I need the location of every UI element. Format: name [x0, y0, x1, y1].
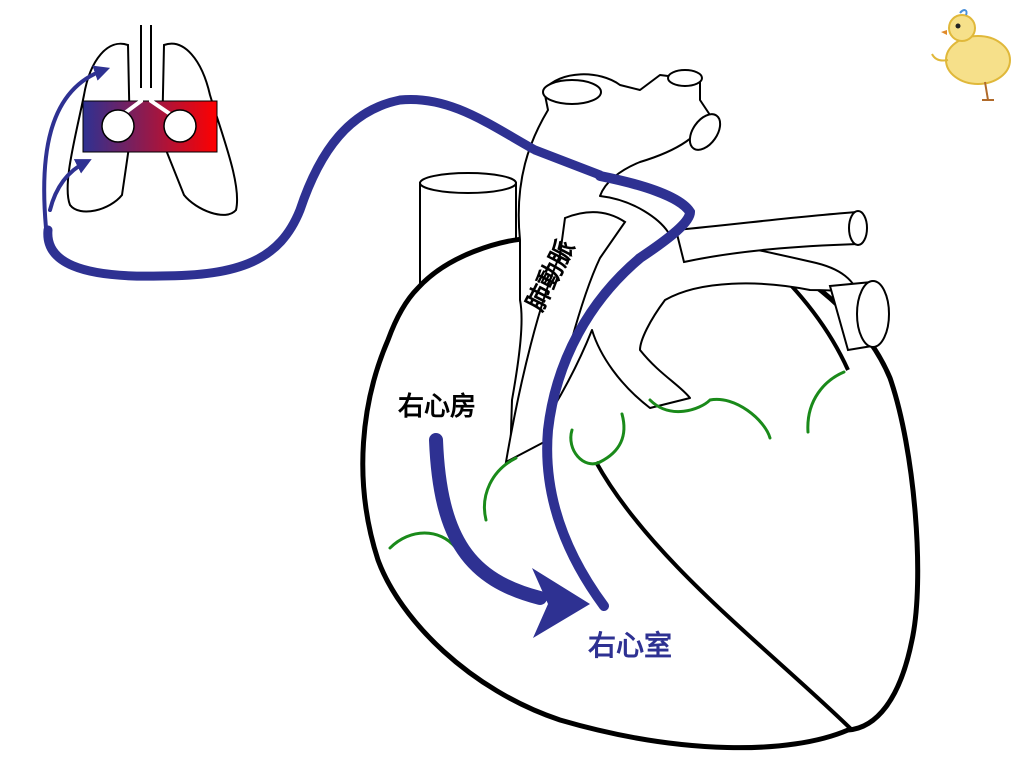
pulmonary-vein-lower-opening	[856, 280, 890, 348]
right-atrium-label: 右心房	[398, 392, 477, 422]
right-ventricle-label: 右心室	[588, 629, 673, 662]
coronary-vessels	[388, 370, 846, 550]
heart-illustration	[360, 69, 921, 751]
chick-mascot-icon	[931, 9, 1011, 101]
heart-outline	[360, 235, 921, 751]
trachea	[140, 25, 152, 100]
upper-flow-arrow	[42, 65, 111, 230]
blood-flow-paths	[43, 94, 696, 611]
aorta-branch-2	[667, 69, 703, 87]
lower-flow-arrow	[48, 159, 92, 212]
pulmonary-vein-upper-opening	[848, 210, 868, 246]
aorta-branch-3	[688, 113, 722, 151]
lung-flow-arrows	[42, 65, 111, 230]
ventricle-to-artery-path	[542, 171, 696, 611]
alveolus-right	[163, 109, 197, 143]
pulmonary-circuit-path	[43, 94, 605, 281]
atrium-to-ventricle-arrow-shaft	[429, 433, 547, 605]
alveolus-left	[101, 109, 135, 143]
interventricular-groove	[594, 461, 854, 732]
aorta-branch-1	[542, 79, 602, 105]
atrium-to-ventricle-arrowhead	[532, 568, 590, 638]
superior-vena-cava-opening	[419, 172, 517, 194]
gas-exchange-box	[82, 88, 218, 153]
